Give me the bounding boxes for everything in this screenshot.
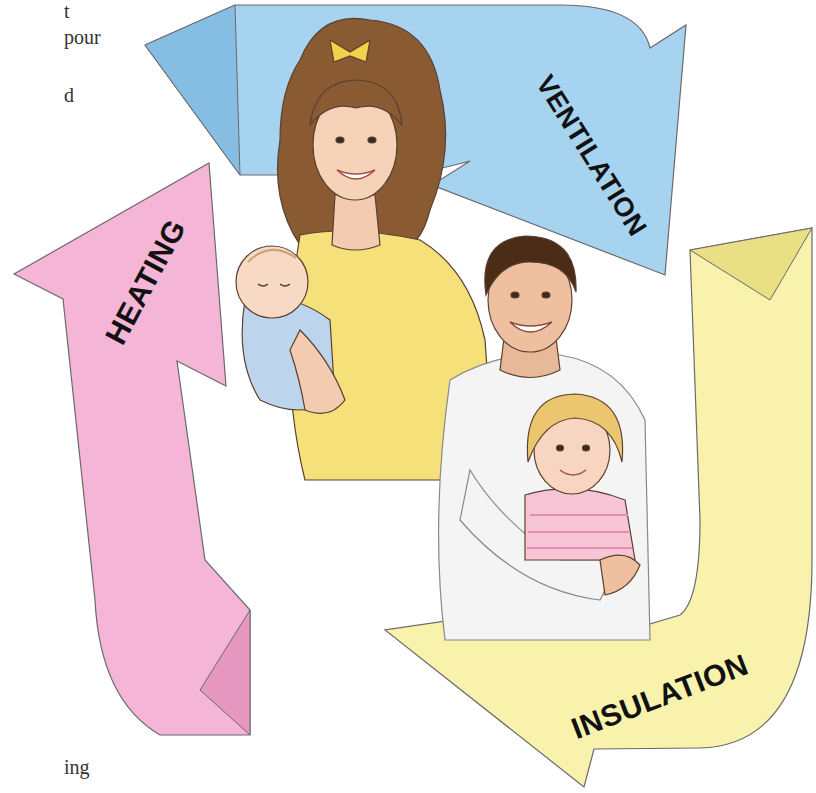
- label-holder: t: [64, 0, 70, 23]
- ventilation-arrow: VENTILATION: [140, 0, 812, 282]
- smile: [510, 322, 552, 332]
- baby-head: [236, 246, 308, 318]
- woman-bangs: [310, 80, 402, 125]
- page-fragment: d: [64, 84, 74, 106]
- arrow-outline: [140, 0, 812, 282]
- eye: [511, 292, 519, 298]
- smile: [560, 470, 586, 475]
- arrow-body: [145, 5, 686, 275]
- label-holder: pour: [64, 26, 101, 49]
- page-fragment: ing: [64, 756, 90, 778]
- eye: [557, 445, 564, 451]
- man-shirt: [439, 354, 650, 640]
- man-hand: [600, 555, 640, 595]
- arrow-fold: [145, 5, 240, 175]
- man-hair: [485, 236, 576, 295]
- eye: [368, 137, 376, 143]
- hair-bow: [330, 40, 370, 62]
- woman-neck: [332, 195, 380, 250]
- eye: [583, 445, 590, 451]
- arrow-outline: [10, 120, 255, 742]
- arrow-fold: [690, 228, 812, 300]
- heating-arrow: HEATING: [10, 120, 255, 742]
- label-holder: ing: [64, 756, 90, 779]
- arrow-label: VENTILATION: [529, 70, 653, 242]
- baby-eye: [258, 284, 290, 286]
- arrow-label: INSULATION: [567, 648, 753, 747]
- woman-hair: [278, 18, 446, 250]
- label-holder: d: [64, 84, 74, 107]
- eye: [542, 292, 550, 298]
- page-fragment: t: [64, 0, 70, 22]
- girl-hair: [527, 394, 622, 462]
- girl-stripes: [527, 515, 632, 548]
- eye: [336, 137, 344, 143]
- baby-hair: [248, 250, 296, 262]
- arrow-label: HEATING: [99, 214, 193, 351]
- woman-hand: [290, 330, 345, 413]
- arrow-body: [14, 163, 250, 735]
- insulation-arrow: INSULATION: [380, 220, 816, 793]
- arrow-body: [385, 228, 812, 787]
- page-fragment: pour: [64, 26, 101, 48]
- girl-top: [525, 489, 635, 560]
- smile: [337, 170, 375, 179]
- arrow-fold: [200, 610, 250, 735]
